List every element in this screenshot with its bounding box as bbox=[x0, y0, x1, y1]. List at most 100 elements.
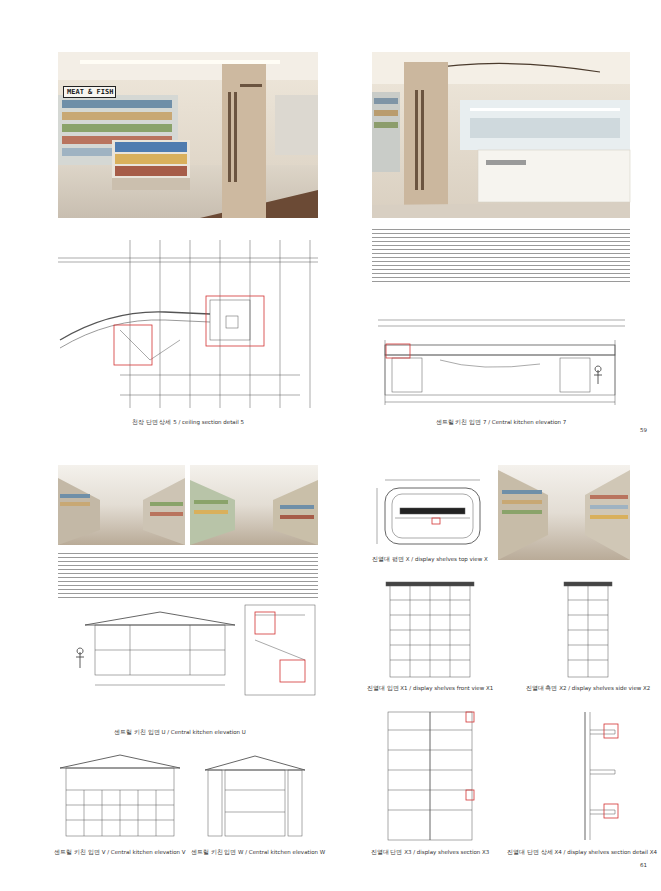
drawing-caption: 진열대 단면 X3 / display shelves section X3 bbox=[371, 849, 490, 856]
aisle-photo-part bbox=[273, 480, 318, 545]
ceiling-section-drawing-part bbox=[120, 375, 300, 376]
kitchen-elevation-drawing-part bbox=[208, 770, 222, 836]
aisle-photo-part bbox=[498, 470, 548, 560]
aisle-photo-part bbox=[143, 478, 185, 545]
kitchen-elevation-drawing-part bbox=[288, 770, 302, 836]
kitchen-elevation-drawing-part bbox=[280, 660, 305, 682]
body-text-block-part bbox=[372, 226, 630, 284]
ceiling-section-drawing-part bbox=[190, 240, 191, 408]
kitchen-elevation-drawing-part bbox=[245, 605, 315, 695]
shelf-plan-drawing-part bbox=[377, 488, 378, 544]
ceiling-section-drawing-part bbox=[150, 340, 180, 360]
store-photo bbox=[372, 52, 630, 218]
store-photo-part bbox=[372, 202, 630, 218]
aisle-photo-part bbox=[502, 500, 542, 504]
kitchen-elevation-drawing-part bbox=[95, 685, 225, 686]
store-photo-part bbox=[228, 92, 231, 182]
ceiling-section-drawing-part bbox=[114, 325, 152, 365]
aisle-photo bbox=[498, 465, 630, 560]
kitchen-elevation-drawing-part bbox=[95, 650, 225, 651]
kitchen-elevation-drawing-part bbox=[385, 340, 386, 405]
shelf-side-drawing-part bbox=[564, 582, 612, 586]
ceiling-section-drawing-part bbox=[310, 240, 311, 408]
store-photo-part bbox=[222, 64, 266, 218]
aisle-photo-part bbox=[60, 494, 90, 498]
shelf-detail-drawing-part bbox=[590, 770, 615, 774]
shelf-detail-drawing bbox=[585, 712, 618, 840]
kitchen-elevation-drawing-part bbox=[385, 355, 615, 395]
shelf-detail-drawing-part bbox=[585, 712, 586, 840]
kitchen-elevation-drawing-part bbox=[85, 612, 235, 625]
aisle-photo-part bbox=[58, 465, 185, 545]
store-photo-part bbox=[460, 100, 630, 150]
ceiling-section-drawing-part bbox=[220, 240, 221, 408]
kitchen-elevation-drawing-part bbox=[560, 358, 590, 392]
aisle-photo bbox=[58, 465, 318, 545]
aisle-photo-part bbox=[590, 495, 628, 499]
store-photo-part bbox=[115, 154, 187, 164]
store-photo-part bbox=[62, 124, 172, 132]
aisle-photo-part bbox=[190, 480, 235, 545]
shelf-front-drawing-part bbox=[450, 585, 451, 677]
kitchen-elevation-drawing bbox=[378, 320, 625, 405]
aisle-photo-part bbox=[194, 510, 228, 514]
store-photo-part bbox=[115, 166, 187, 176]
ceiling-section-drawing-part bbox=[206, 296, 264, 346]
kitchen-elevation-drawing-part bbox=[60, 755, 180, 768]
aisle-photo-part bbox=[502, 510, 542, 514]
shelf-section-drawing-part bbox=[466, 790, 474, 800]
store-photo-part bbox=[374, 110, 398, 116]
kitchen-elevation-drawing-part bbox=[120, 790, 121, 836]
kitchen-elevation-drawing-part bbox=[225, 770, 285, 836]
ceiling-section-drawing-part bbox=[58, 262, 318, 263]
shelf-plan-drawing-part bbox=[432, 518, 440, 524]
ceiling-section-drawing-part bbox=[58, 258, 318, 259]
shelf-section-drawing bbox=[388, 712, 474, 840]
ceiling-section-drawing-part bbox=[160, 240, 161, 408]
store-photo-part bbox=[374, 122, 398, 128]
drawing-caption: 진열대 입면 X1 / display shelves front view X… bbox=[367, 685, 493, 692]
drawing-caption: 센트럴 키친 입면 W / Central kitchen elevation … bbox=[191, 849, 325, 856]
kitchen-elevation-drawing bbox=[60, 755, 180, 836]
store-photo-part bbox=[478, 150, 630, 202]
ceiling-section-drawing-part bbox=[130, 240, 131, 408]
aisle-photo-part bbox=[190, 465, 318, 545]
kitchen-elevation-drawing-part bbox=[190, 625, 191, 675]
store-photo-part bbox=[80, 60, 280, 64]
ceiling-section-drawing-part bbox=[120, 330, 150, 360]
kitchen-elevation-drawing-part bbox=[95, 625, 225, 675]
shelf-front-drawing-part bbox=[410, 585, 411, 677]
shelf-section-drawing-part bbox=[430, 712, 431, 840]
shelf-detail-drawing-part bbox=[590, 810, 615, 814]
aisle-photo-part bbox=[194, 500, 228, 504]
ceiling-section-drawing-part bbox=[60, 312, 210, 340]
body-text-block bbox=[58, 226, 630, 599]
kitchen-elevation-drawing bbox=[205, 756, 305, 836]
drawing-caption: 센트럴 키친 입면 7 / Central kitchen elevation … bbox=[436, 419, 567, 426]
drawing-caption: 천장 단면 상세 5 / ceiling section detail 5 bbox=[132, 419, 244, 426]
kitchen-elevation-drawing-part bbox=[130, 625, 131, 675]
kitchen-elevation-drawing-part bbox=[255, 640, 305, 660]
store-photo-part bbox=[58, 52, 318, 80]
shelf-front-drawing-part bbox=[430, 585, 431, 677]
shelf-plan-drawing-part bbox=[385, 480, 480, 481]
shelf-front-drawing-part bbox=[386, 582, 474, 586]
drawing-caption: 센트럴 키친 입면 V / Central kitchen elevation … bbox=[54, 849, 185, 856]
drawing-caption: 진열대 단면 상세 X4 / display shelves section d… bbox=[507, 849, 657, 856]
aisle-photo-part bbox=[58, 478, 100, 545]
aisle-photo-part bbox=[590, 515, 628, 519]
shelf-detail-drawing-part bbox=[604, 724, 618, 738]
kitchen-elevation-drawing-part bbox=[386, 344, 410, 358]
store-photo-part bbox=[115, 142, 187, 152]
store-photo-part bbox=[62, 100, 172, 108]
store-photo-part bbox=[112, 178, 190, 190]
shelf-detail-drawing-part bbox=[590, 730, 615, 734]
shelf-section-drawing-part bbox=[466, 712, 474, 722]
shelf-section-drawing-part bbox=[388, 712, 472, 840]
shelf-side-drawing bbox=[564, 582, 612, 677]
aisle-photo-part bbox=[280, 515, 314, 519]
kitchen-elevation-drawing-part bbox=[138, 790, 139, 836]
store-photo-part bbox=[58, 52, 318, 218]
sign-text: MEAT & FISH bbox=[67, 89, 112, 97]
kitchen-elevation-drawing-part bbox=[84, 790, 85, 836]
